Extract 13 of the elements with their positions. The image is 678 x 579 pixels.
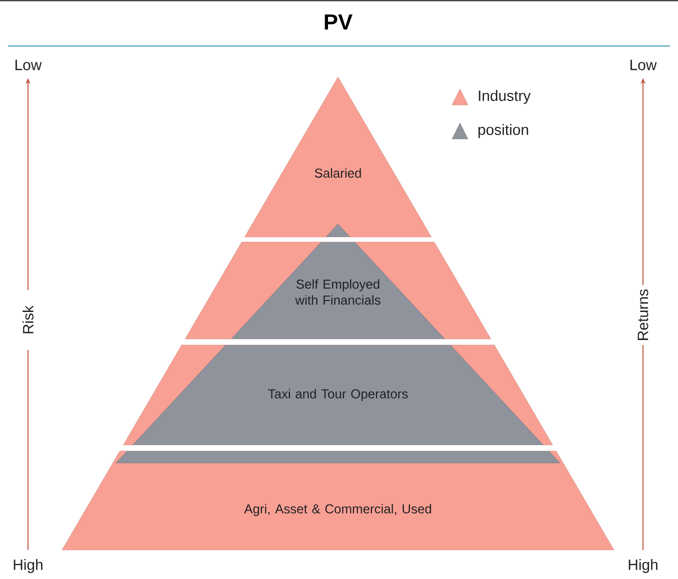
pyramid-band: Agri, Asset & Commercial, Used (62, 450, 614, 550)
axis-label: Low (16, 60, 42, 70)
axis-label: Risk (22, 305, 34, 334)
legend-label: position (478, 124, 528, 138)
axis-label: Returns (638, 289, 648, 340)
legend-label: Industry (478, 90, 531, 104)
pyramid-band: Salaried (244, 76, 432, 238)
axis-label: High (628, 559, 658, 573)
node-label: Agri, Asset & Commercial, Used (244, 504, 432, 516)
title: PV (324, 14, 352, 30)
axis-label: High (14, 559, 42, 573)
axis-label: Low (630, 60, 657, 70)
node-label: Salaried (314, 168, 361, 178)
